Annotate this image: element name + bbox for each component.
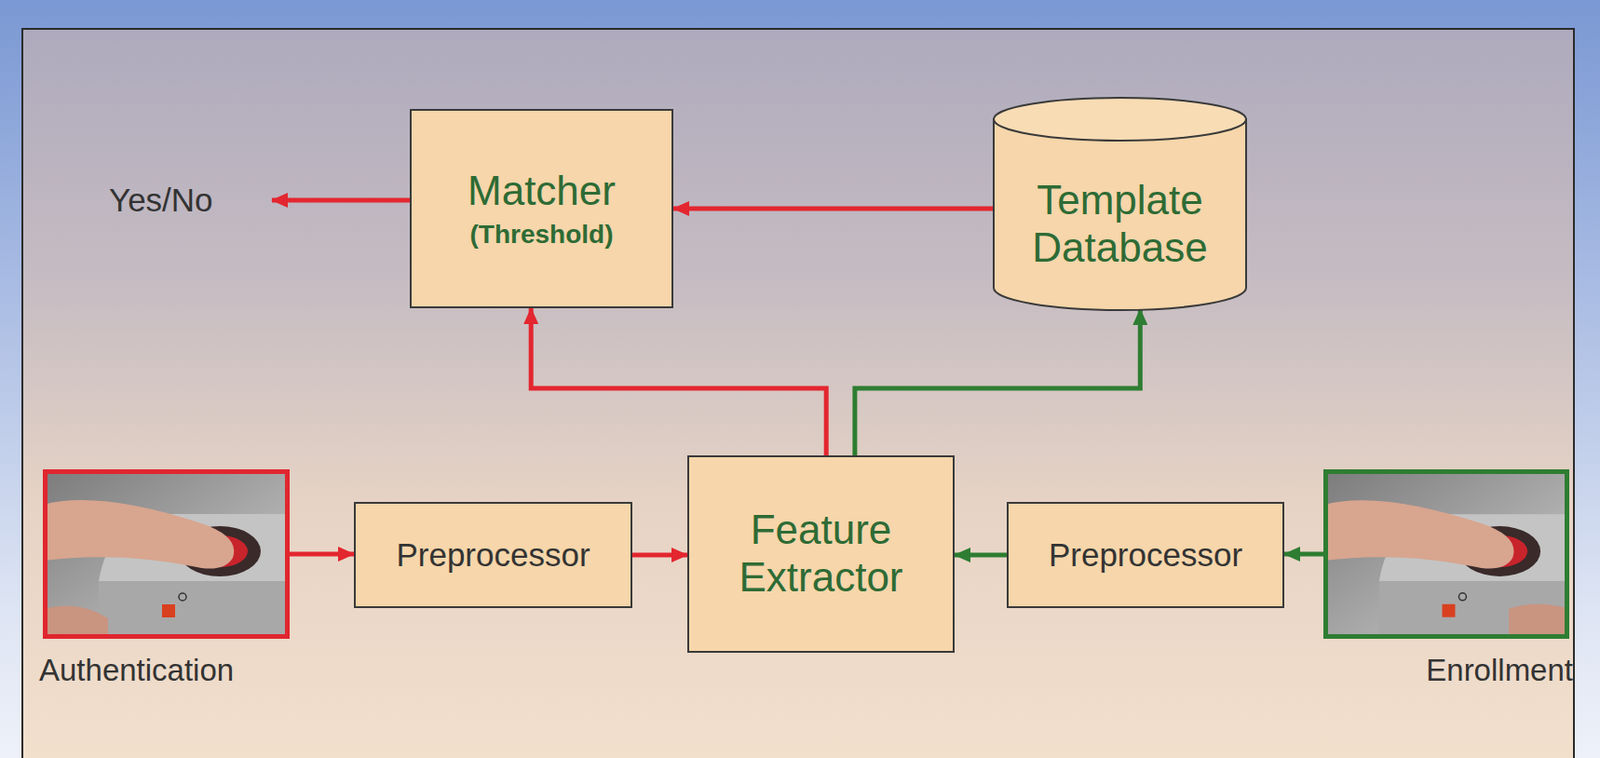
- flow-arrow: [289, 552, 354, 557]
- scanner-frame: Authentication: [42, 469, 290, 639]
- process-box: Preprocessor: [1006, 501, 1285, 609]
- feature-extractor-box: Feature Extractor: [687, 455, 955, 653]
- flow-arrow: [673, 206, 993, 212]
- process-box: Preprocessor: [353, 501, 633, 609]
- flow-arrow: [530, 308, 827, 456]
- node-text: Preprocessor: [395, 536, 590, 574]
- node-text: (Threshold): [470, 219, 614, 250]
- node-text: Preprocessor: [1048, 536, 1243, 574]
- output-label: Yes/No: [108, 181, 214, 219]
- cylinder-text-area: Template Database: [992, 137, 1248, 312]
- node-text: Authentication: [39, 652, 234, 689]
- flow-arrow: [854, 309, 1140, 456]
- node-text: Matcher: [467, 167, 616, 216]
- node-text: Template Database: [1007, 176, 1233, 272]
- node-text: Feature Extractor: [698, 506, 944, 601]
- flow-arrow: [954, 553, 1007, 558]
- scanner-frame: Enrollment: [1323, 469, 1570, 639]
- database-cylinder: Template Database: [992, 96, 1248, 312]
- flow-arrow: [1284, 552, 1324, 557]
- flow-arrow: [632, 553, 688, 558]
- node-text: Enrollment: [1425, 652, 1573, 689]
- matcher-box: Matcher(Threshold): [409, 108, 674, 309]
- fingerprint-reader-photo: [42, 469, 290, 639]
- fingerprint-reader-photo: [1323, 469, 1570, 639]
- output-arrow: [271, 198, 410, 204]
